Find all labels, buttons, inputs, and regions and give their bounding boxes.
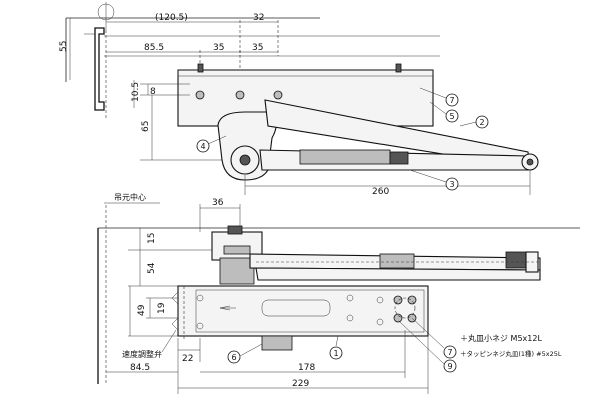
dim-19: 19 xyxy=(157,302,167,314)
dim-22: 22 xyxy=(182,354,193,364)
dim-54: 54 xyxy=(147,262,157,274)
dim-55: 55 xyxy=(59,41,69,52)
dim-178: 178 xyxy=(298,363,315,373)
screw-7-label: ＋丸皿小ネジ M5x12L xyxy=(460,333,542,343)
callout-1: 1 xyxy=(333,349,338,358)
callout-5: 5 xyxy=(449,112,454,121)
callout-6: 6 xyxy=(231,353,236,362)
frame-bracket xyxy=(84,2,115,120)
pivot-center-label: 吊元中心 xyxy=(114,192,146,202)
closer-body-side xyxy=(177,285,429,337)
callout-3: 3 xyxy=(449,180,454,189)
callout-9: 9 xyxy=(447,362,452,371)
dim-260: 260 xyxy=(372,187,389,197)
callout-4: 4 xyxy=(200,142,205,151)
callout-7-bottom: 7 xyxy=(447,348,452,357)
dim-36: 36 xyxy=(212,198,224,208)
callout-2: 2 xyxy=(479,118,484,127)
callout-7-top: 7 xyxy=(449,96,454,105)
dim-35-b: 35 xyxy=(252,43,263,53)
dim-229: 229 xyxy=(292,379,309,389)
screw-9-label: ＋タッピンネジ丸皿(1種) #5x25L xyxy=(460,349,562,358)
dim-84-5: 84.5 xyxy=(130,363,150,373)
dim-35-a: 35 xyxy=(213,43,224,53)
dim-49: 49 xyxy=(137,304,147,316)
dim-32: 32 xyxy=(253,13,264,23)
dim-15: 15 xyxy=(147,233,157,244)
dim-10-5: 10.5 xyxy=(131,82,141,102)
dim-120-5: (120.5) xyxy=(155,13,188,23)
dim-85-5-top: 85.5 xyxy=(144,43,164,53)
fore-arm-side xyxy=(255,267,541,281)
valve-plug xyxy=(261,335,293,351)
dim-8: 8 xyxy=(150,87,156,97)
speed-valve-label: 速度調整弁 xyxy=(122,349,162,359)
dim-65: 65 xyxy=(141,121,151,132)
